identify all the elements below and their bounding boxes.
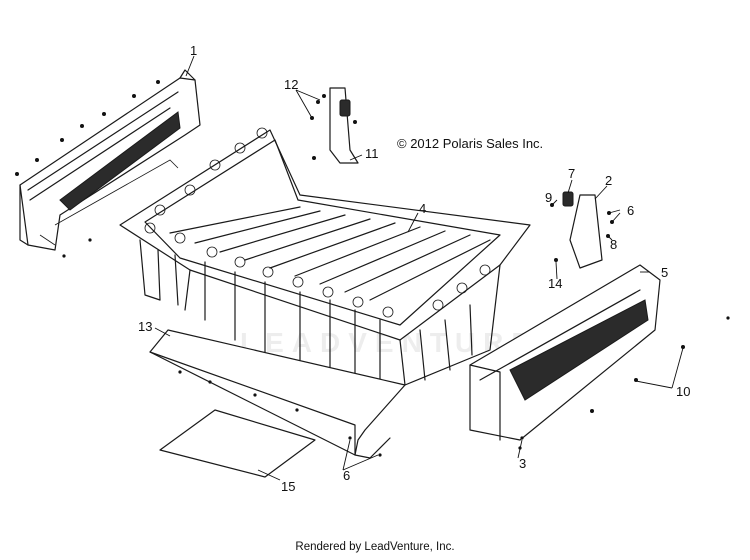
part-11-bracket (310, 87, 359, 164)
callout-4: 4 (419, 201, 426, 216)
callout-6-lower: 6 (343, 468, 350, 483)
callout-14: 14 (548, 276, 562, 291)
callout-7: 7 (568, 166, 575, 181)
callout-3: 3 (519, 456, 526, 471)
part-2-right-bracket (550, 191, 614, 269)
callout-5: 5 (661, 265, 668, 280)
callout-2: 2 (605, 173, 612, 188)
leader-lines (154, 55, 684, 481)
callout-1: 1 (190, 43, 197, 58)
callout-labels: 1 12 11 4 7 9 2 6 8 14 5 10 3 13 6 15 (138, 43, 690, 494)
callout-13: 13 (138, 319, 152, 334)
callout-6-upper: 6 (627, 203, 634, 218)
callout-10: 10 (676, 384, 690, 399)
callout-15: 15 (281, 479, 295, 494)
callout-8: 8 (610, 237, 617, 252)
part-5-right-side-panel (469, 264, 730, 450)
part-13-floor-plate (149, 329, 406, 459)
part-1-left-side-panel (15, 69, 201, 258)
part-15-mat (159, 409, 316, 478)
footer-credit: Rendered by LeadVenture, Inc. (295, 541, 455, 553)
callout-9: 9 (545, 190, 552, 205)
callout-11: 11 (365, 146, 379, 161)
callout-12: 12 (284, 77, 298, 92)
copyright-notice: © 2012 Polaris Sales Inc. (397, 136, 544, 151)
part-4-cargo-box (119, 127, 531, 391)
